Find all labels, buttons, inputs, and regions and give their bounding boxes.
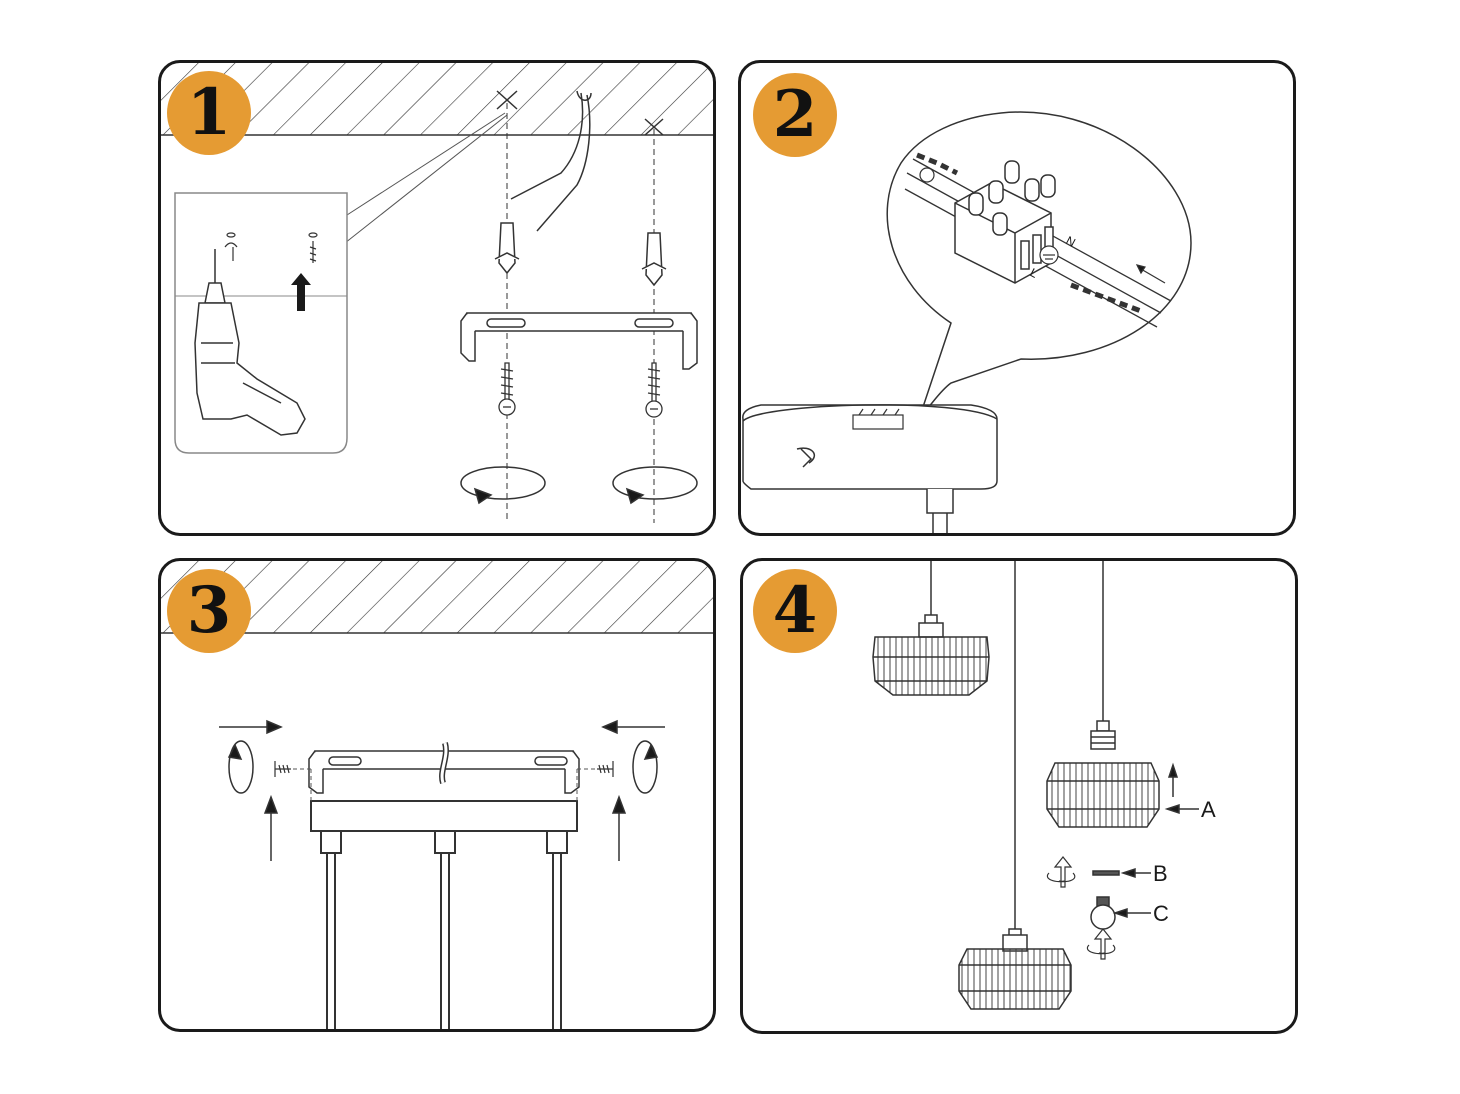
earth-symbol-icon (919, 167, 1059, 265)
connector-block-small (852, 408, 904, 430)
push-arrows (219, 719, 665, 735)
up-arrow-icon (263, 794, 627, 861)
bulb-icon (1090, 896, 1116, 930)
part-c-callout (1112, 907, 1151, 919)
step-2-badge: 2 (753, 73, 837, 157)
step-2-illustration: N L (742, 111, 1192, 533)
step-3-badge: 3 (167, 569, 251, 653)
step-3-illustration (161, 561, 713, 1029)
mains-wire (510, 90, 592, 232)
mounting-bracket (460, 312, 698, 370)
step-4-illustration: A B C (872, 561, 1216, 1010)
screw-icon (498, 362, 663, 418)
step-4-panel: 4 (740, 558, 1298, 1034)
canopy-top-surface (742, 404, 998, 464)
connector-block-icon (954, 160, 1056, 284)
rotate-arrow-icon (227, 740, 659, 794)
drill-inset (174, 192, 348, 454)
step-1-panel: 1 (158, 60, 716, 536)
drill-point-marks (496, 90, 664, 523)
step-2-panel: 2 (738, 60, 1296, 536)
screw-icon (224, 232, 318, 263)
part-a-callout (1164, 762, 1199, 815)
wall-plug-icon (494, 222, 667, 287)
pendant-shade-icon (1046, 720, 1160, 828)
up-arrow-icon (291, 273, 311, 311)
part-b-label: B (1153, 861, 1168, 886)
step-3-panel: 3 (158, 558, 716, 1032)
zoom-callout-lines (344, 112, 508, 244)
pendant-shade-icon (872, 614, 990, 696)
pendant-cords (930, 561, 1104, 929)
ceiling-canopy (310, 800, 578, 1029)
rotate-arrow-icon (460, 466, 698, 505)
drill-icon (194, 249, 306, 436)
direction-arrow (1135, 264, 1166, 284)
part-c-label: C (1153, 901, 1169, 926)
part-a-label: A (1201, 797, 1216, 822)
mounting-bracket (308, 742, 580, 794)
part-b-callout (1092, 867, 1151, 879)
pendant-shade-icon (958, 928, 1072, 1010)
step-1-badge: 1 (167, 71, 251, 155)
alignment-guides (293, 768, 595, 801)
ceiling-hatch (161, 63, 713, 136)
step-4-badge: 4 (753, 569, 837, 653)
ceiling-hatch (161, 561, 713, 634)
step-1-illustration (161, 63, 713, 523)
rotate-arrow-icon (1046, 856, 1116, 960)
screw-icon (274, 761, 614, 777)
ceiling-canopy (742, 404, 998, 533)
